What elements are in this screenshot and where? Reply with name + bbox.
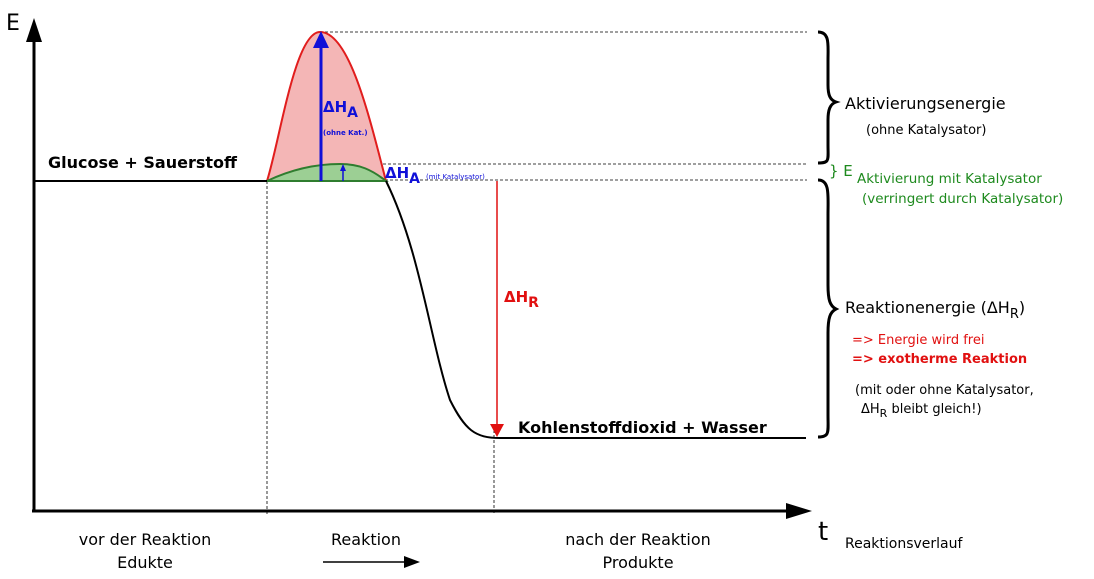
reaction-energy-title: Reaktionenergie (ΔHR) bbox=[845, 298, 1025, 322]
phase-before-line1: vor der Reaktion bbox=[79, 530, 212, 549]
x-axis-sublabel: Reaktionsverlauf bbox=[845, 536, 964, 552]
delta-ha-arrowhead bbox=[313, 31, 329, 48]
delta-ha-note: (ohne Kat.) bbox=[323, 129, 368, 137]
educts-label: Glucose + Sauerstoff bbox=[48, 153, 238, 172]
guide-lines bbox=[266, 31, 807, 515]
activation-note: (ohne Katalysator) bbox=[866, 123, 986, 138]
note-line1: (mit oder ohne Katalysator, bbox=[855, 383, 1034, 398]
delta-ha-label: ΔHA bbox=[323, 98, 358, 121]
catalyzed-hump bbox=[266, 162, 389, 182]
activation-title: Aktivierungsenergie bbox=[845, 94, 1006, 113]
y-axis-label: E bbox=[6, 11, 20, 36]
uncatalyzed-hump bbox=[265, 30, 388, 182]
energy-free-text: => Energie wird frei bbox=[852, 333, 984, 348]
phase-arrowhead bbox=[404, 556, 420, 568]
phase-before-line2: Edukte bbox=[117, 553, 173, 572]
x-axis-arrowhead bbox=[786, 503, 812, 519]
products-label: Kohlenstoffdioxid + Wasser bbox=[518, 418, 767, 437]
delta-hr-label: ΔHR bbox=[504, 288, 539, 311]
catalyst-title: Aktivierung mit Katalysator bbox=[857, 171, 1042, 187]
brace-activation bbox=[817, 30, 841, 165]
delta-ha-cat-arrowhead bbox=[340, 164, 346, 171]
y-axis-arrowhead bbox=[26, 18, 42, 42]
catalyst-note: (verringert durch Katalysator) bbox=[862, 191, 1063, 207]
phase-after-line1: nach der Reaktion bbox=[565, 530, 711, 549]
reaction-curve bbox=[34, 180, 806, 439]
exothermic-text: => exotherme Reaktion bbox=[852, 352, 1027, 367]
catalyst-symbol: } E bbox=[829, 162, 853, 180]
phase-during: Reaktion bbox=[331, 530, 401, 549]
delta-ha-cat-label: ΔHA bbox=[385, 164, 420, 187]
delta-hr-arrowhead bbox=[490, 424, 504, 437]
note-line2: ΔHR bleibt gleich!) bbox=[861, 402, 982, 420]
phase-after-line2: Produkte bbox=[602, 553, 673, 572]
x-axis-label: t bbox=[818, 517, 828, 547]
delta-ha-cat-note: (mit Katalysator) bbox=[426, 173, 485, 181]
brace-reaction bbox=[817, 178, 840, 439]
